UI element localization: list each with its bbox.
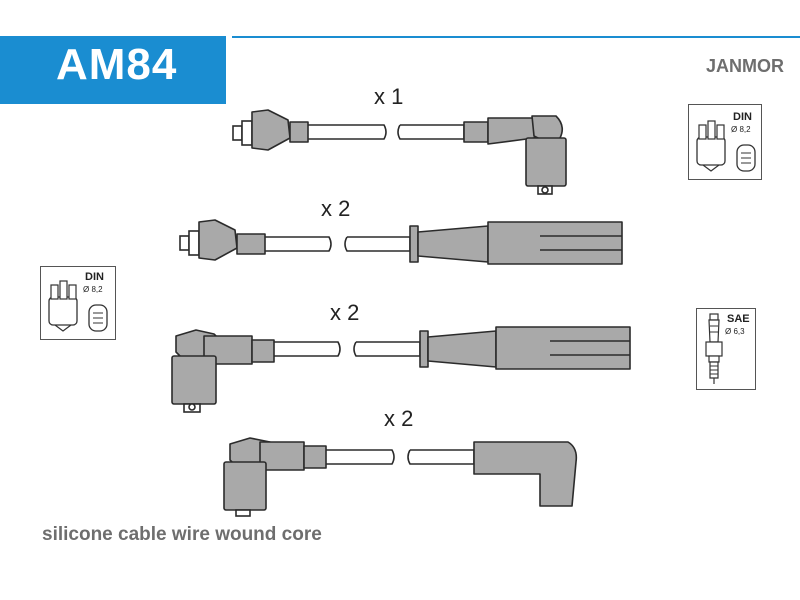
spark-plug-diameter: Ø 6,3 <box>725 327 745 336</box>
cable-3-angled-boot <box>171 329 275 413</box>
cable-1-angled-boot <box>463 115 567 195</box>
distributor-standard-left: DIN <box>85 271 104 283</box>
cable-4-angled-boot <box>223 437 327 517</box>
cable-1-lead <box>308 124 465 140</box>
cable-2-plug-boot <box>409 221 623 265</box>
cable-3 <box>171 326 631 413</box>
cable-1-quantity: x 1 <box>374 84 404 109</box>
spark-plug-connector-info: SAE Ø 6,3 <box>696 308 756 390</box>
cable-3-quantity: x 2 <box>330 300 360 325</box>
cable-1 <box>232 109 567 195</box>
cable-2-lead <box>265 236 411 252</box>
cable-1-straight-boot <box>232 109 309 151</box>
product-description: silicone cable wire wound core <box>42 524 322 545</box>
product-code-banner: AM84 <box>0 36 226 104</box>
terminal-icon <box>736 144 756 172</box>
distributor-connector-info-left: DIN Ø 8,2 <box>40 266 116 340</box>
cable-4-lead <box>326 449 475 465</box>
distributor-cap-icon <box>696 120 726 172</box>
distributor-connector-info-top: DIN Ø 8,2 <box>688 104 762 180</box>
cable-3-lead <box>274 341 421 357</box>
header-rule <box>232 36 800 38</box>
cable-4-plug-boot <box>473 441 578 507</box>
cable-4-quantity: x 2 <box>384 406 414 431</box>
cable-2-straight-boot <box>179 219 266 261</box>
terminal-icon <box>88 304 108 332</box>
distributor-diameter-left: Ø 8,2 <box>83 285 103 294</box>
cable-4 <box>223 437 578 517</box>
brand-name: JANMOR <box>705 56 784 76</box>
spark-plug-icon <box>705 313 723 384</box>
cable-2 <box>179 219 623 265</box>
spark-plug-standard: SAE <box>727 313 750 325</box>
distributor-diameter-top: Ø 8,2 <box>731 125 751 134</box>
cable-2-quantity: x 2 <box>321 196 351 221</box>
cable-3-plug-boot <box>419 326 631 370</box>
product-code: AM84 <box>56 40 178 89</box>
distributor-cap-icon <box>48 280 78 332</box>
distributor-standard-top: DIN <box>733 111 752 123</box>
